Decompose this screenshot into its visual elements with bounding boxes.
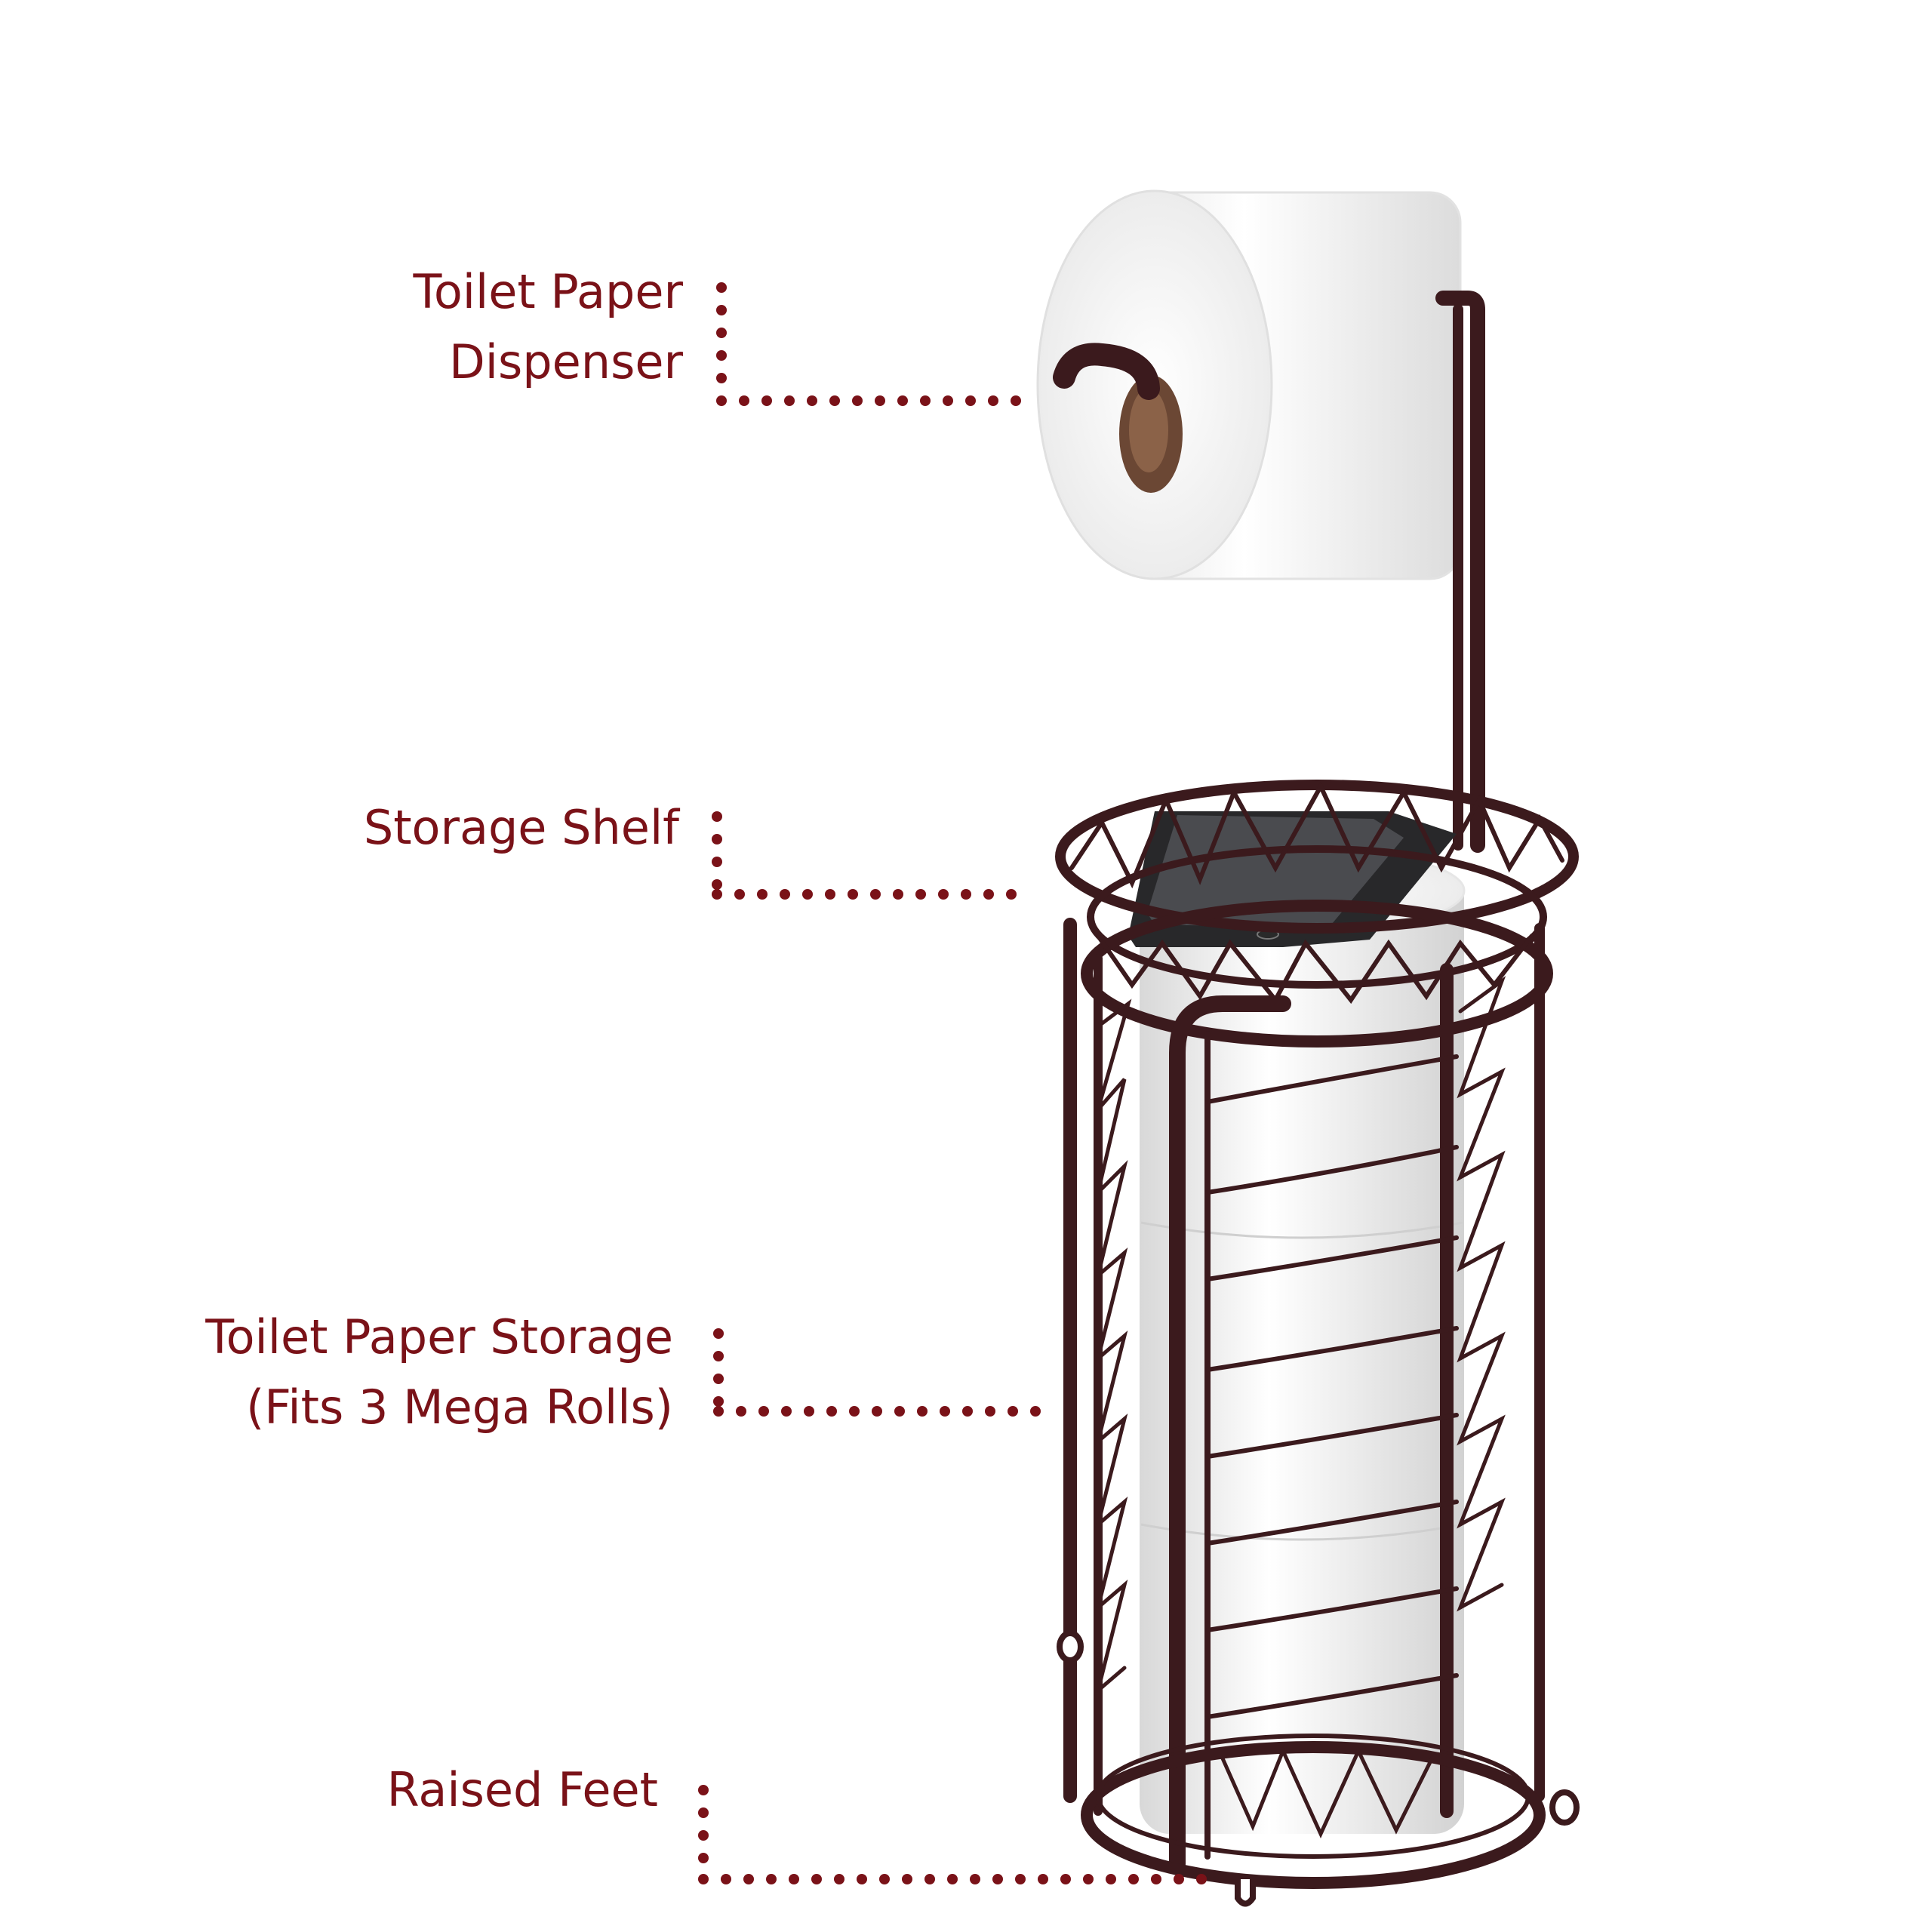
dispenser-roll [1036,189,1462,580]
callout-line: Raised Feet [386,1762,658,1817]
leader-storage [713,1328,1041,1417]
callout-line: (Fits 3 Mega Rolls) [246,1380,673,1435]
callout-toilet-paper-storage: Toilet Paper Storage (Fits 3 Mega Rolls) [205,1302,673,1442]
wire-basket [1055,780,1579,1889]
dispenser-arm [1053,291,1485,853]
leader-dispenser [716,282,1021,406]
raised-feet [1057,1630,1580,1907]
leader-feet [698,1785,1207,1884]
storage-rolls [1138,848,1466,1834]
callout-storage-shelf: Storage Shelf [364,792,679,863]
callout-line: Storage Shelf [363,800,679,855]
leader-shelf [712,811,1017,900]
callout-toilet-paper-dispenser: Toilet Paper Dispenser [414,257,683,397]
callout-line: Toilet Paper Storage [205,1309,673,1364]
callout-line: Dispenser [449,334,683,389]
callout-line: Toilet Paper [413,264,683,319]
callout-leaders [698,282,1207,1884]
callout-raised-feet: Raised Feet [387,1755,658,1825]
